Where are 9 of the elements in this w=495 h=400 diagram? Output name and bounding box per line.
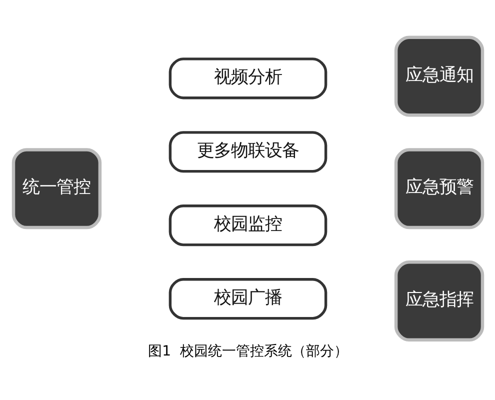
caption: 图1 校园统一管控系统（部分）: [148, 342, 348, 359]
node-box: 更多物联设备: [168, 130, 327, 172]
node-box: 统一管控: [11, 148, 102, 229]
node-box: 应急指挥: [394, 260, 484, 342]
node-box: 校园监控: [168, 204, 327, 246]
node-box: 校园广播: [168, 278, 327, 320]
node-box: 视频分析: [168, 57, 327, 99]
node-box: 应急通知: [394, 35, 484, 116]
node-box: 应急预警: [394, 148, 484, 229]
